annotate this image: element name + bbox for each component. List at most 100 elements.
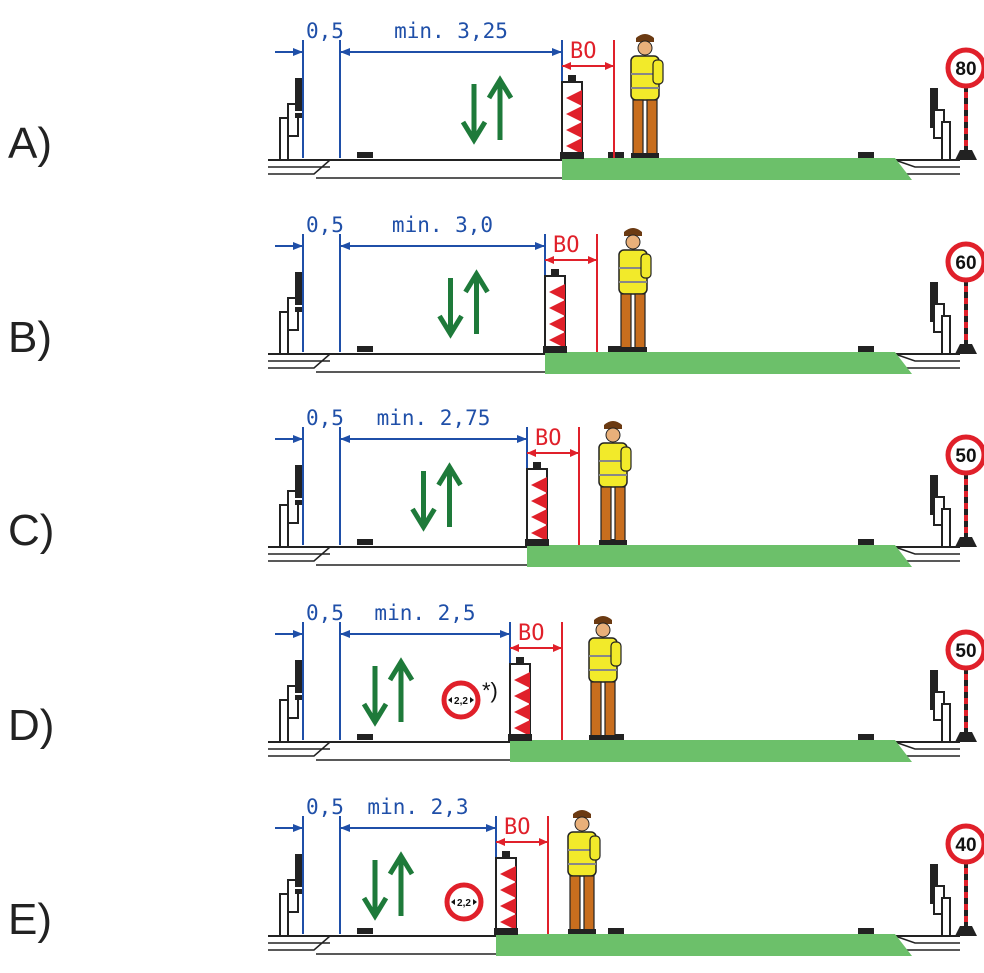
dim-label-safety-space: 0,5: [306, 19, 344, 43]
dim-label-bo: BO: [570, 39, 597, 64]
road-edge: [268, 935, 331, 951]
dim-arrowhead: [510, 644, 519, 652]
guardrail-left-icon: [279, 465, 304, 548]
speed-limit-value: 60: [955, 253, 976, 274]
road-edge-right: [894, 353, 960, 362]
road-worker-icon: [598, 421, 632, 545]
road-edge-right: [894, 159, 960, 168]
work-zone-area: [527, 545, 912, 567]
work-zone-area: [545, 352, 912, 374]
two-way-traffic-arrows-icon: [410, 462, 463, 532]
road-stud: [858, 928, 874, 934]
dim-arrowhead: [340, 435, 350, 443]
speed-limit-sign-icon: 50: [945, 629, 984, 742]
dim-label-bo: BO: [518, 621, 545, 646]
row-label: A): [8, 119, 52, 168]
dim-label-bo: BO: [553, 233, 580, 258]
dim-label-lane-width: min. 2,75: [377, 406, 491, 430]
road-stud: [858, 734, 874, 740]
road-edge: [268, 546, 331, 562]
road-edge-right: [894, 741, 960, 750]
speed-limit-sign-icon: 80: [945, 47, 984, 160]
road-worker-icon: [630, 34, 664, 158]
dim-label-safety-space: 0,5: [306, 213, 344, 237]
road-stud: [357, 152, 373, 158]
dim-label-safety-space: 0,5: [306, 795, 344, 819]
guardrail-left-icon: [279, 272, 304, 355]
work-zone-area: [510, 740, 912, 762]
guardrail-left-icon: [279, 854, 304, 937]
road-stud: [608, 346, 624, 352]
barrier-beacon-icon: [525, 462, 549, 546]
guardrail-left-icon: [279, 78, 304, 161]
road-stud: [357, 346, 373, 352]
speed-limit-sign-icon: 50: [945, 434, 984, 547]
road-stud: [858, 152, 874, 158]
road-edge-right: [894, 935, 960, 944]
guardrail-right-icon: [930, 88, 951, 161]
row-label: D): [8, 701, 54, 750]
road-stud: [858, 346, 874, 352]
road-worker-icon: [618, 228, 652, 352]
road-edge: [268, 353, 331, 369]
dim-arrowhead: [340, 824, 350, 832]
dim-arrowhead: [340, 630, 350, 638]
work-zone-area: [562, 158, 912, 180]
guardrail-left-icon: [279, 660, 304, 743]
road-worker-icon: [588, 616, 622, 740]
row-b: B) 60 0,5 min. 3,0BO: [8, 213, 984, 374]
speed-limit-sign-icon: 60: [945, 241, 984, 354]
barrier-beacon-icon: [494, 851, 518, 935]
dim-arrowhead: [340, 48, 350, 56]
dim-arrowhead: [535, 242, 545, 250]
road-edge: [268, 741, 331, 757]
dim-arrowhead: [539, 838, 548, 846]
road-edge-right: [894, 546, 960, 555]
dim-label-safety-space: 0,5: [306, 406, 344, 430]
speed-limit-value: 80: [955, 59, 976, 80]
dim-arrowhead: [553, 644, 562, 652]
road-stud: [608, 152, 624, 158]
dim-arrowhead: [293, 48, 303, 56]
dim-arrowhead: [517, 435, 527, 443]
speed-limit-sign-icon: 40: [945, 823, 984, 936]
speed-limit-value: 50: [955, 446, 976, 467]
dim-arrowhead: [588, 256, 597, 264]
dim-label-lane-width: min. 3,0: [392, 213, 493, 237]
two-way-traffic-arrows-icon: [460, 75, 514, 145]
road-worker-icon: [567, 810, 601, 934]
dim-arrowhead: [545, 256, 554, 264]
footnote-marker: *): [482, 678, 498, 703]
dim-arrowhead: [486, 824, 496, 832]
road-stud: [357, 539, 373, 545]
two-way-traffic-arrows-icon: [361, 851, 415, 921]
road-stud: [608, 928, 624, 934]
row-label: E): [8, 895, 52, 944]
barrier-beacon-icon: [543, 269, 567, 353]
barrier-beacon-icon: [508, 657, 532, 741]
row-label: B): [8, 313, 52, 362]
row-label: C): [8, 506, 54, 555]
dim-label-bo: BO: [504, 815, 531, 840]
guardrail-right-icon: [930, 670, 951, 743]
road-stud: [858, 539, 874, 545]
dim-arrowhead: [552, 48, 562, 56]
work-zone-area: [496, 934, 912, 956]
guardrail-right-icon: [930, 475, 951, 548]
two-way-traffic-arrows-icon: [361, 657, 415, 727]
dim-arrowhead: [562, 62, 571, 70]
guardrail-right-icon: [930, 282, 951, 355]
dim-arrowhead: [293, 630, 303, 638]
width-restriction-value: 2,2: [457, 898, 471, 909]
dim-arrowhead: [500, 630, 510, 638]
guardrail-right-icon: [930, 864, 951, 937]
road-stud: [357, 734, 373, 740]
width-restriction-value: 2,2: [454, 696, 468, 707]
dim-arrowhead: [293, 824, 303, 832]
dim-label-safety-space: 0,5: [306, 601, 344, 625]
dim-label-bo: BO: [535, 426, 562, 451]
road-stud: [357, 928, 373, 934]
